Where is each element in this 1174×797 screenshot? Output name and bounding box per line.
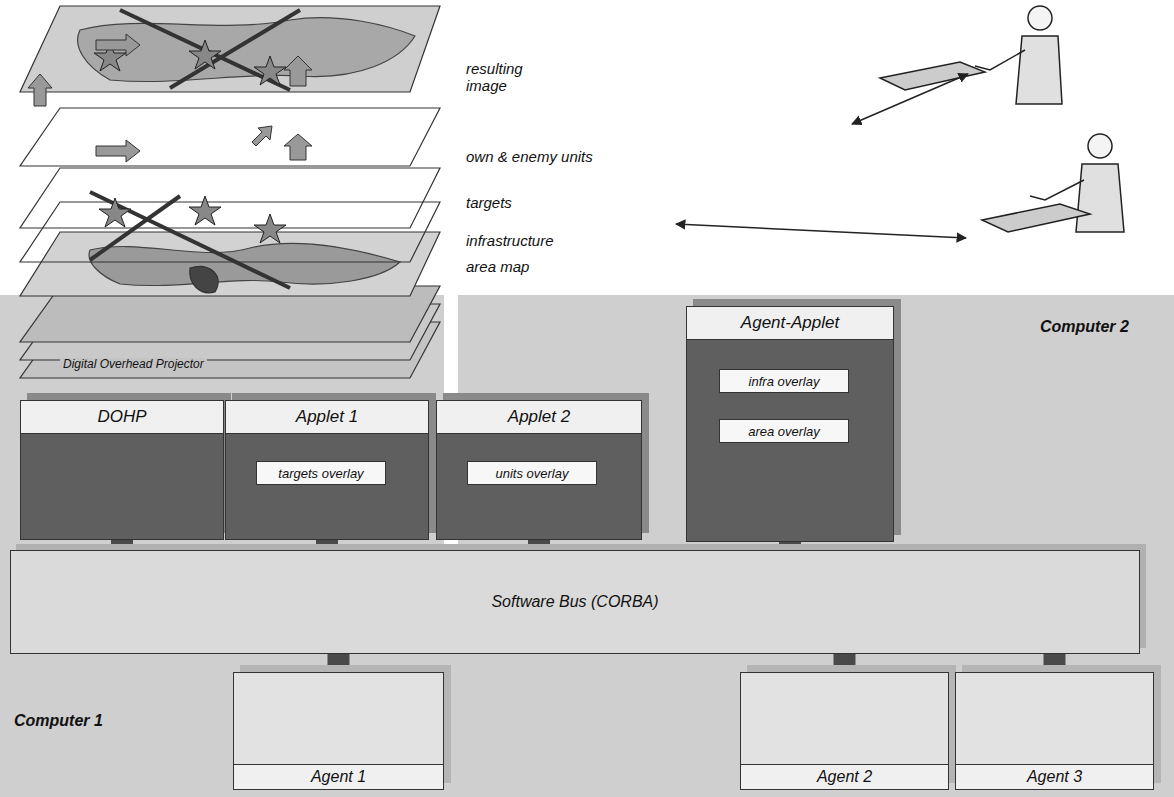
layer-label: targets (466, 194, 512, 211)
component-label: Agent 3 (956, 764, 1153, 789)
layer-label: own & enemy units (466, 148, 593, 165)
component-label: Agent 2 (741, 764, 948, 789)
component-label: Agent-Applet (687, 307, 893, 340)
unit-arrows (28, 34, 312, 162)
component-label: Applet 1 (226, 401, 428, 434)
overlay-label: targets overlay (278, 466, 363, 481)
layer-label: infrastructure (466, 232, 554, 249)
overlay-box: infra overlay (719, 369, 849, 393)
component-label: Applet 2 (437, 401, 641, 434)
overlay-box: area overlay (719, 419, 849, 443)
component-label: Software Bus (CORBA) (491, 593, 658, 611)
overlay-label: units overlay (496, 466, 569, 481)
component-label: Agent 1 (234, 764, 443, 789)
layer-label: resulting image (466, 60, 556, 95)
target-stars (94, 40, 286, 243)
component-box: Agent-Applet infra overlay area overlay (686, 306, 894, 542)
bus-connector (328, 654, 350, 672)
component-box: DOHP (20, 400, 224, 540)
computer-label: Computer 2 (1040, 318, 1129, 336)
agent-box: Agent 2 (740, 672, 949, 790)
interaction-arrow (676, 74, 968, 238)
bus-connector (779, 542, 801, 550)
software-bus: Software Bus (CORBA) (10, 550, 1140, 654)
bus-connector (528, 540, 550, 550)
computer-label: Computer 1 (14, 712, 103, 730)
layer-stack (20, 6, 440, 378)
bus-connector (834, 654, 856, 672)
component-label: DOHP (21, 401, 223, 434)
agent-box: Agent 3 (955, 672, 1154, 790)
computer-ground (0, 295, 1174, 797)
component-box: Applet 2 units overlay (436, 400, 642, 540)
layer-label: area map (466, 258, 529, 275)
component-box: Applet 1 targets overlay (225, 400, 429, 540)
bus-connector (316, 540, 338, 550)
layer-label: Digital Overhead Projector (60, 358, 207, 372)
operator-figure (880, 6, 1124, 232)
bus-connector (1044, 654, 1066, 672)
overlay-box: targets overlay (256, 461, 386, 485)
roads (90, 10, 300, 288)
bus-connector (111, 540, 133, 550)
agent-box: Agent 1 (233, 672, 444, 790)
overlay-label: infra overlay (749, 374, 820, 389)
overlay-label: area overlay (748, 424, 820, 439)
overlay-box: units overlay (467, 461, 597, 485)
